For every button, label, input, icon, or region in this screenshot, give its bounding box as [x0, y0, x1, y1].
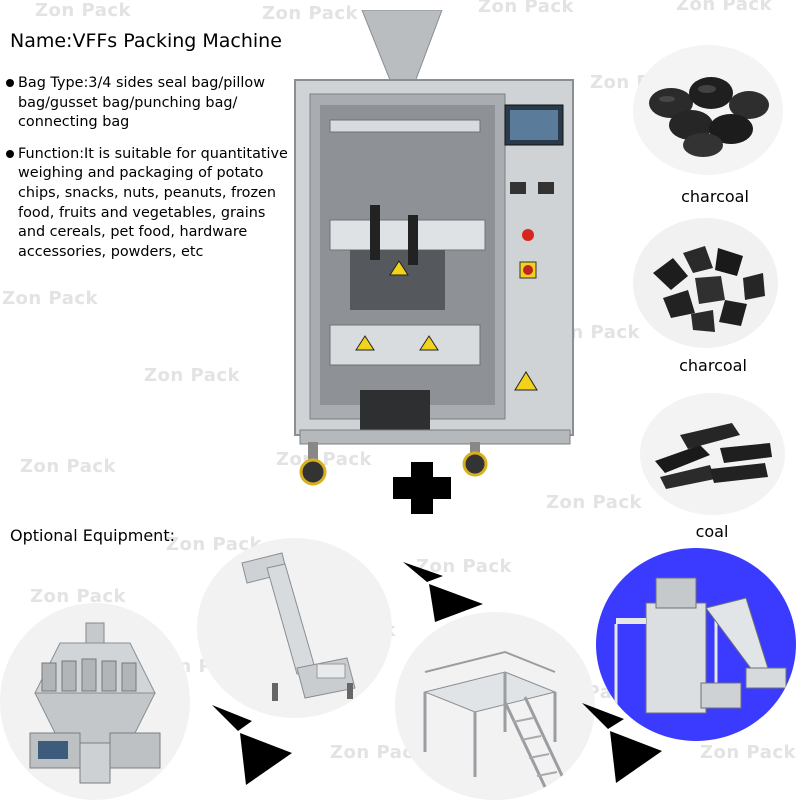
working-platform-image — [395, 612, 595, 800]
watermark: Zon Pack — [2, 288, 98, 309]
arrow-right-icon — [582, 703, 662, 783]
watermark: Zon Pack — [276, 449, 372, 470]
charcoal-briquettes-image — [633, 45, 783, 175]
multihead-weigher-image — [0, 603, 190, 800]
watermark: Zon Pack — [700, 742, 796, 763]
product-label-coal: coal — [695, 522, 729, 541]
coal-sticks-image — [640, 393, 785, 515]
product-label-charcoal: charcoal — [679, 356, 747, 375]
bullet-dot-icon — [6, 79, 14, 87]
bullet-text: Function:It is suitable for quantitative… — [18, 145, 288, 260]
watermark: Zon Pack — [546, 492, 642, 513]
bullet-bag-type: Bag Type:3/4 sides seal bag/pillow bag/g… — [6, 74, 296, 133]
page-title: Name:VFFs Packing Machine — [10, 30, 282, 52]
vffs-machine-image — [290, 10, 575, 490]
watermark: Zon Pack — [416, 556, 512, 577]
arrow-right-icon — [212, 705, 292, 785]
plus-icon — [393, 462, 451, 514]
bullet-text: Bag Type:3/4 sides seal bag/pillow bag/g… — [18, 75, 265, 131]
charcoal-lumps-image — [633, 218, 778, 348]
bullet-dot-icon — [6, 149, 14, 158]
watermark: Zon Pack — [144, 365, 240, 386]
watermark: Zon Pack — [330, 742, 426, 763]
feature-list: Bag Type:3/4 sides seal bag/pillow bag/g… — [6, 74, 296, 274]
bullet-function: Function:It is suitable for quantitative… — [6, 145, 296, 263]
watermark: Zon Pack — [676, 0, 772, 15]
watermark: Zon Pack — [20, 456, 116, 477]
watermark: Zon Pack — [262, 3, 358, 24]
complete-system-image — [596, 548, 796, 741]
bucket-elevator-image — [197, 538, 392, 718]
arrow-right-icon — [403, 562, 483, 622]
watermark: Zon Pack — [166, 534, 262, 555]
optional-equipment-label: Optional Equipment: — [10, 526, 175, 545]
product-label-charcoal: charcoal — [681, 187, 749, 206]
watermark: Zon Pack — [478, 0, 574, 17]
watermark: Zon Pack — [30, 586, 126, 607]
watermark: Zon Pack — [35, 0, 131, 21]
